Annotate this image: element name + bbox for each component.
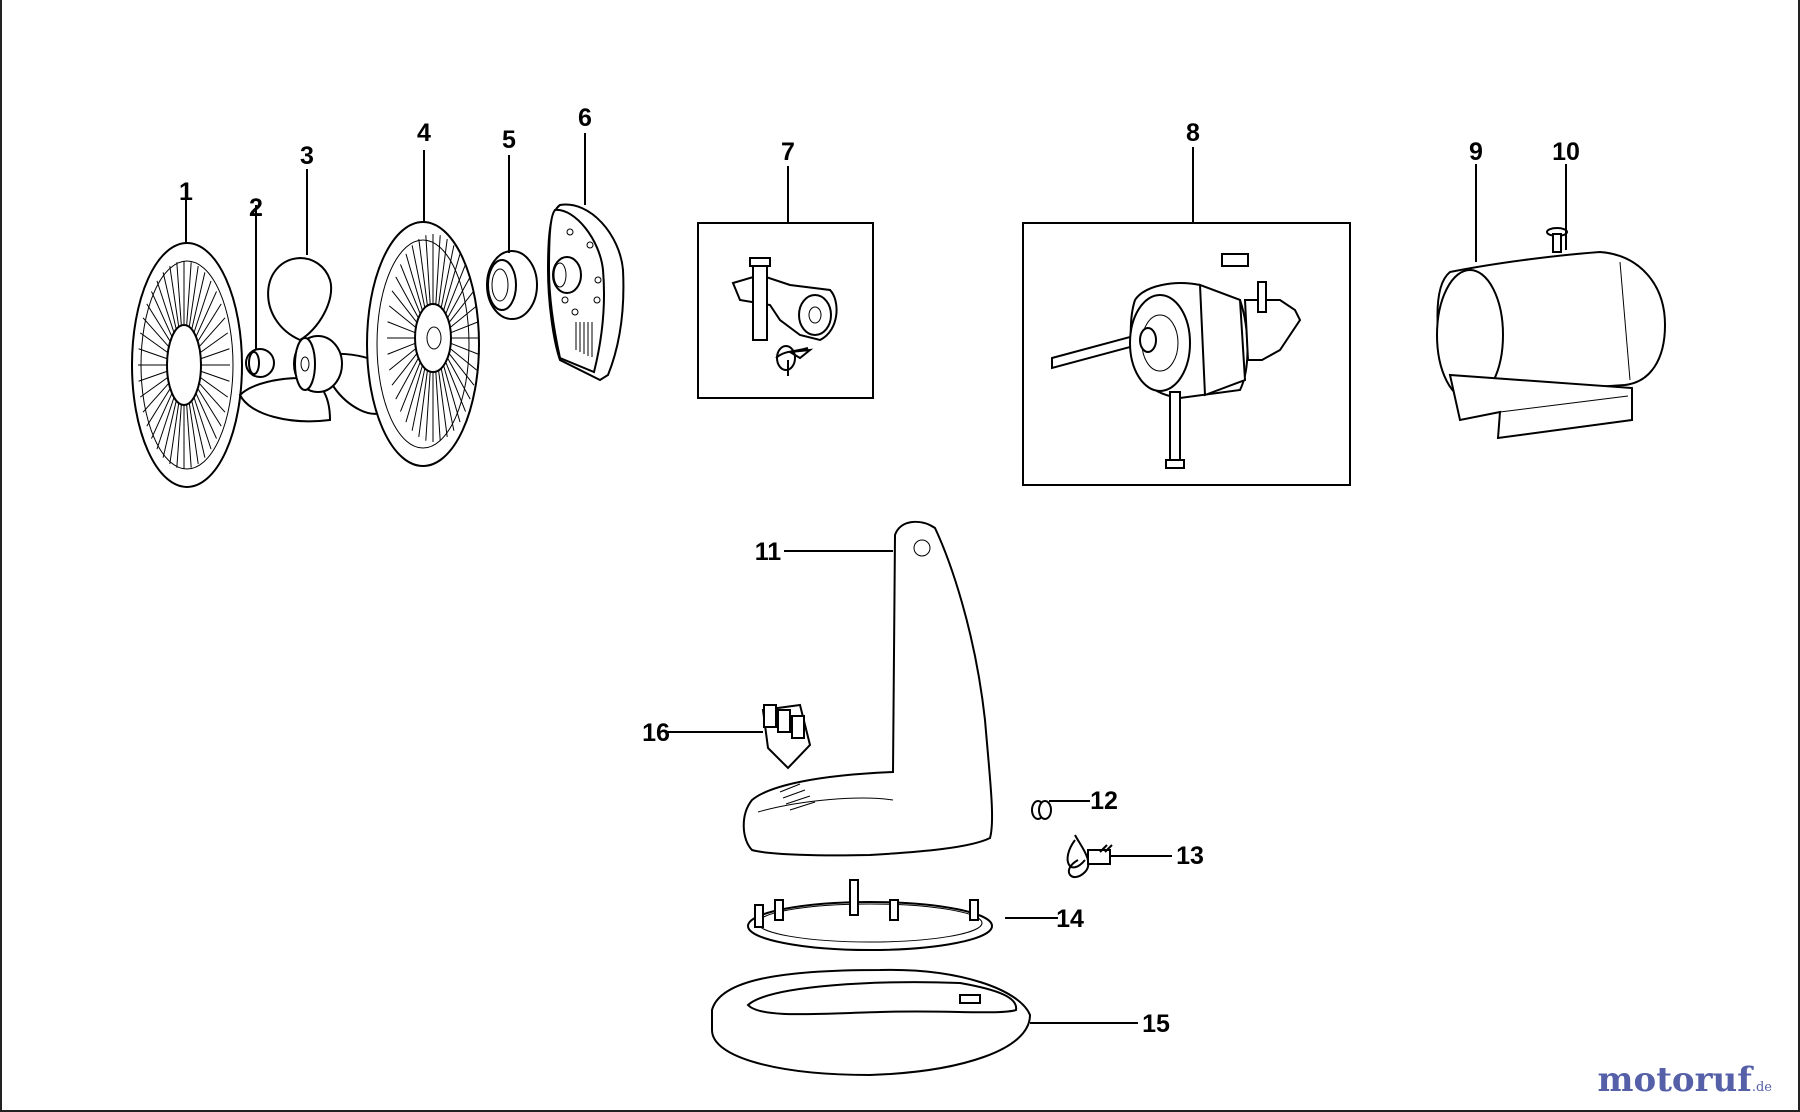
callout-14: 14 xyxy=(1056,905,1084,933)
callout-10: 10 xyxy=(1552,138,1580,166)
brand-watermark: motoruf.de xyxy=(1598,1060,1772,1100)
spinner-part xyxy=(245,348,275,378)
grommet-part xyxy=(1031,800,1052,820)
power-cord-part xyxy=(1066,834,1113,879)
base-plate-part xyxy=(747,879,993,951)
rear-guard-part xyxy=(366,221,480,467)
brand-name: motoruf xyxy=(1597,1060,1752,1100)
callout-12: 12 xyxy=(1090,787,1118,815)
callout-2: 2 xyxy=(249,194,263,222)
callout-labels: 1 2 3 4 5 6 7 8 9 10 11 12 13 14 15 16 xyxy=(179,104,1580,1038)
base-part xyxy=(711,968,1032,1077)
callout-7: 7 xyxy=(781,138,795,166)
motor-part xyxy=(1022,222,1351,486)
guard-nut-part xyxy=(486,250,538,320)
callout-8: 8 xyxy=(1186,119,1200,147)
callout-3: 3 xyxy=(300,142,314,170)
switch-part xyxy=(761,703,812,770)
callout-5: 5 xyxy=(502,126,516,154)
callout-13: 13 xyxy=(1176,842,1204,870)
front-guard-part xyxy=(131,242,243,488)
callout-1: 1 xyxy=(179,178,193,206)
gear-housing-part xyxy=(546,203,625,382)
brand-tld: .de xyxy=(1751,1080,1772,1095)
callout-9: 9 xyxy=(1469,138,1483,166)
oscillation-linkage-part xyxy=(697,222,874,399)
callout-16: 16 xyxy=(642,719,670,747)
motor-cover-part xyxy=(1436,250,1667,440)
callout-4: 4 xyxy=(417,119,431,147)
callout-15: 15 xyxy=(1142,1010,1170,1038)
callout-6: 6 xyxy=(578,104,592,132)
stand-part xyxy=(742,520,994,857)
callout-11: 11 xyxy=(755,538,782,566)
screw-part xyxy=(1546,227,1568,253)
